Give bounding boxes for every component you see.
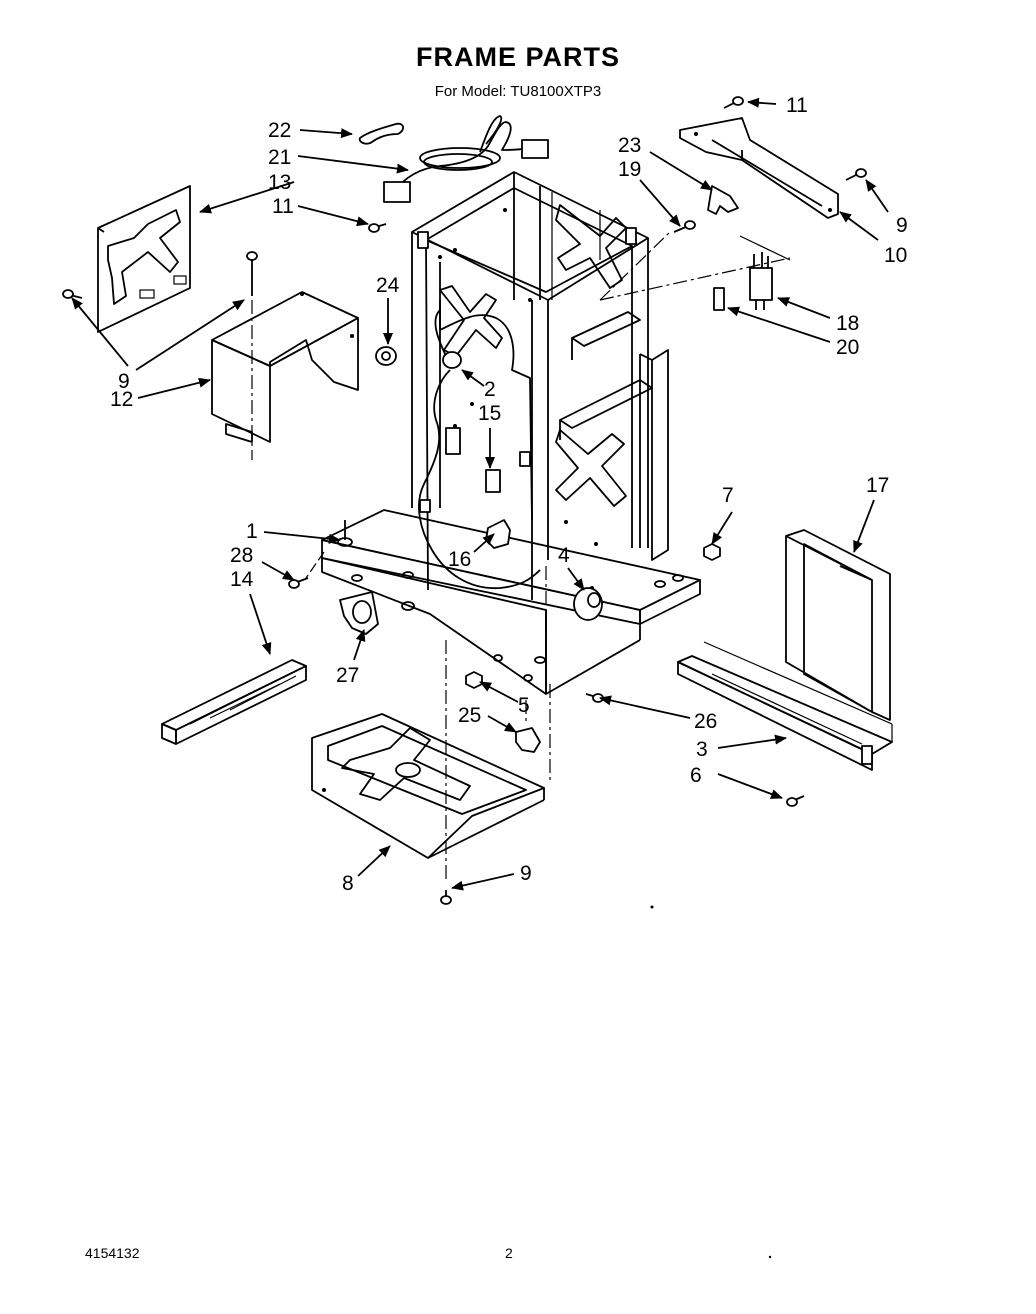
part-4-part xyxy=(573,587,603,621)
part-23-clip xyxy=(707,185,739,215)
callout-15: 15 xyxy=(478,402,501,425)
callout-6: 6 xyxy=(690,764,702,787)
callout-1: 1 xyxy=(246,520,258,543)
callout-21: 21 xyxy=(268,146,291,169)
callout-4: 4 xyxy=(558,544,570,567)
screw-28 xyxy=(288,577,309,589)
base-frame xyxy=(321,509,701,695)
callout-12: 12 xyxy=(110,388,133,411)
model-subtitle: For Model: TU8100XTP3 xyxy=(434,83,602,100)
callout-2: 2 xyxy=(484,378,496,401)
callout-24: 24 xyxy=(376,274,400,297)
part-2-grommet xyxy=(442,351,462,369)
part-24-grommet xyxy=(375,346,397,366)
leader-arrows xyxy=(71,97,889,891)
page-title: FRAME PARTS xyxy=(416,42,620,72)
callout-labels: 22 21 13 11 11 23 19 9 10 18 20 24 2 15 … xyxy=(110,94,908,895)
part-16-bumper xyxy=(485,519,511,549)
screw-11-left xyxy=(368,223,387,233)
part-17-panel xyxy=(785,529,891,721)
callout-19: 19 xyxy=(618,158,641,181)
part-8-pan xyxy=(311,713,545,859)
callout-8: 8 xyxy=(342,872,354,895)
callout-11-right: 11 xyxy=(786,94,808,117)
callout-23: 23 xyxy=(618,134,641,157)
callout-10: 10 xyxy=(884,244,907,267)
callout-11-left: 11 xyxy=(272,195,294,218)
screws xyxy=(62,96,867,905)
part-15-switch xyxy=(485,469,501,493)
part-13-panel xyxy=(97,185,191,333)
screw-9-cover xyxy=(246,251,258,296)
screw-6 xyxy=(786,795,805,807)
screw-9-bottom xyxy=(440,890,452,905)
part-20-plate xyxy=(713,287,725,311)
part-7-nut xyxy=(703,543,721,561)
callout-18: 18 xyxy=(836,312,859,335)
screw-11-top xyxy=(723,96,744,109)
callout-7: 7 xyxy=(722,484,734,507)
part-21-cord xyxy=(383,115,549,203)
part-27-clip xyxy=(339,591,379,635)
callout-26: 26 xyxy=(694,710,717,733)
callout-14: 14 xyxy=(230,568,254,591)
screw-9-left xyxy=(62,289,83,299)
callout-9-bottom: 9 xyxy=(520,862,532,885)
alignment-lines xyxy=(251,231,893,882)
part-18-terminal xyxy=(749,252,773,310)
callout-3: 3 xyxy=(696,738,708,761)
callout-25: 25 xyxy=(458,704,481,727)
page-number: 2 xyxy=(505,1245,513,1261)
callout-5: 5 xyxy=(518,694,530,717)
part-14-strip xyxy=(161,659,307,745)
callout-27: 27 xyxy=(336,664,359,687)
part-harness-clip xyxy=(445,427,461,455)
wire-harness xyxy=(418,309,541,589)
part-10-bracket xyxy=(679,117,839,219)
callout-9-left: 9 xyxy=(118,370,130,393)
callout-22: 22 xyxy=(268,119,291,142)
part-25-clip xyxy=(515,727,541,753)
callout-16: 16 xyxy=(448,548,471,571)
part-12-cover xyxy=(211,291,359,443)
callout-17: 17 xyxy=(866,474,889,497)
callout-28: 28 xyxy=(230,544,253,567)
part-22-clip xyxy=(358,122,404,145)
callout-13: 13 xyxy=(268,171,291,194)
tower-frame xyxy=(411,171,669,600)
screw-19 xyxy=(673,220,696,233)
doc-number: 4154132 xyxy=(85,1245,140,1261)
part-5-nut xyxy=(465,671,483,689)
screw-9-right xyxy=(845,168,867,181)
callout-20: 20 xyxy=(836,336,859,359)
callout-9-right: 9 xyxy=(896,214,908,237)
